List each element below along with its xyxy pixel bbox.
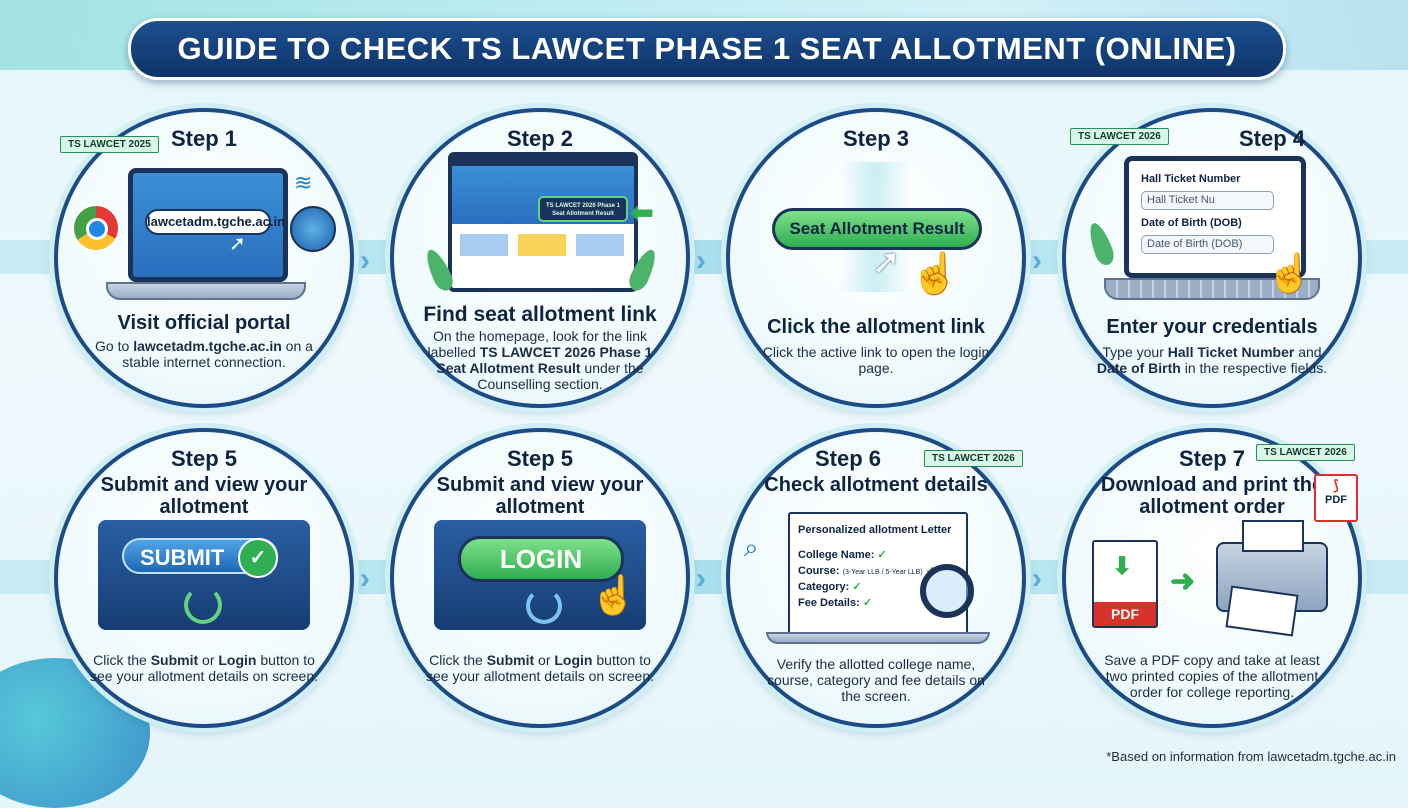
step-3-card: Step 3 Seat Allotment Result ➚ ☝ Click t… [726, 108, 1026, 408]
step-1-description: Go to lawcetadm.tgche.ac.in on a stable … [95, 338, 313, 370]
fee-details-row: Fee Details: ✓ [798, 597, 873, 609]
hall-ticket-label: Hall Ticket Number [1141, 173, 1241, 185]
step-6-card: Step 6 Check allotment details Personali… [726, 428, 1026, 728]
step-7-heading: Download and print the allotment order [1100, 474, 1324, 518]
college-name-row: College Name: ✓ [798, 549, 887, 561]
seat-allotment-result-button: Seat Allotment Result [772, 208, 982, 250]
chevron-right-icon: › [1032, 244, 1042, 277]
loading-spinner-icon [184, 586, 222, 624]
url-bar: lawcetadm.tgche.ac.in [145, 209, 285, 235]
chevron-right-icon: › [696, 562, 706, 595]
login-button: LOGIN [458, 536, 624, 582]
step-3-description: Click the active link to open the login … [762, 344, 990, 376]
chevron-right-icon: › [696, 244, 706, 277]
cursor-icon: ➚ [872, 243, 901, 281]
search-icon: ⌕ [744, 532, 759, 562]
step-5-submit-card: Step 5 Submit and view your allotment SU… [54, 428, 354, 728]
step-4-label: Step 4 [1238, 126, 1306, 151]
magnifier-icon [920, 564, 974, 618]
step-6-label: Step 6 [814, 446, 882, 471]
step-5-label: Step 5 [506, 446, 574, 471]
step-2-heading: Find seat allotment link [423, 303, 657, 326]
step-4-card: Step 4 Hall Ticket Number Hall Ticket Nu… [1062, 108, 1362, 408]
loading-spinner-icon [526, 588, 562, 624]
step-5-label: Step 5 [170, 446, 238, 471]
hall-ticket-field: Hall Ticket Nu [1141, 191, 1274, 210]
leaf-icon [1085, 220, 1117, 268]
step-2-label: Step 2 [506, 126, 574, 151]
category-row: Category: ✓ [798, 581, 862, 593]
step-7-label: Step 7 [1178, 446, 1246, 471]
page-title: GUIDE TO CHECK TS LAWCET PHASE 1 SEAT AL… [128, 18, 1286, 80]
step-3-label: Step 3 [842, 126, 910, 151]
cursor-icon: ➚ [229, 233, 246, 255]
step-5-description: Click the Submit or Login button to see … [89, 652, 318, 684]
login-screen: Hall Ticket Number Hall Ticket Nu Date o… [1124, 156, 1306, 278]
pdf-file-icon: ⟆ PDF [1314, 474, 1358, 522]
step-4-description: Type your Hall Ticket Number and Date of… [1096, 344, 1328, 376]
letter-title: Personalized allotment Letter [798, 524, 952, 536]
badge-2026: TS LAWCET 2026 [924, 450, 1023, 467]
hand-pointer-icon: ☝ [1266, 253, 1314, 295]
pdf-download-icon: ⬇ PDF [1092, 540, 1158, 628]
step-5-login-card: Step 5 Submit and view your allotment LO… [390, 428, 690, 728]
allotment-link-box: TS LAWCET 2026 Phase 1 Seat Allotment Re… [538, 196, 628, 222]
laptop-base [106, 282, 306, 300]
login-panel: LOGIN [434, 520, 646, 630]
chevron-right-icon: › [360, 244, 370, 277]
hand-pointer-icon: ☝ [590, 575, 638, 617]
step-2-card: Step 2 TS LAWCET 2026 Phase 1 Seat Allot… [390, 108, 690, 408]
chevron-right-icon: › [360, 562, 370, 595]
chevron-right-icon: › [1032, 562, 1042, 595]
step-5-heading: Submit and view your allotment [436, 474, 644, 518]
course-row: Course: (3-Year LLB / 5-Year LLB) ✓ [798, 565, 935, 577]
step-6-description: Verify the allotted college name, course… [767, 656, 985, 704]
chrome-icon [72, 204, 120, 252]
step-1-heading: Visit official portal [117, 312, 291, 334]
step-1-label: Step 1 [170, 126, 238, 151]
footnote: *Based on information from lawcetadm.tgc… [1106, 749, 1396, 764]
dob-field: Date of Birth (DOB) [1141, 235, 1274, 254]
browser-window [448, 152, 638, 292]
wifi-icon: ≋ [294, 170, 313, 195]
step-5-heading: Submit and view your allotment [100, 474, 308, 518]
hand-pointer-icon: ☝ [910, 252, 960, 296]
badge-2026: TS LAWCET 2026 [1256, 444, 1355, 461]
step-7-card: Step 7 Download and print the allotment … [1062, 428, 1362, 728]
globe-icon [290, 206, 336, 252]
step-4-heading: Enter your credentials [1106, 316, 1318, 338]
badge-2025: TS LAWCET 2025 [60, 136, 159, 153]
step-3-heading: Click the allotment link [767, 316, 985, 338]
submit-panel: SUBMIT ✓ [98, 520, 310, 630]
arrow-left-icon: ⬅ [630, 197, 654, 228]
laptop-screen: lawcetadm.tgche.ac.in ➚ [128, 168, 288, 282]
step-7-description: Save a PDF copy and take at least two pr… [1104, 652, 1320, 700]
dob-label: Date of Birth (DOB) [1141, 217, 1242, 229]
step-2-description: On the homepage, look for the link label… [427, 328, 653, 392]
arrow-right-icon: ➜ [1170, 565, 1196, 598]
keyboard [1104, 278, 1320, 300]
step-6-heading: Check allotment details [764, 474, 988, 496]
laptop-base [766, 632, 990, 644]
step-1-card: Step 1 lawcetadm.tgche.ac.in ➚ ≋ Visit o… [54, 108, 354, 408]
badge-2026: TS LAWCET 2026 [1070, 128, 1169, 145]
printer-icon [1216, 520, 1328, 637]
step-5-description: Click the Submit or Login button to see … [425, 652, 654, 684]
checkmark-icon: ✓ [238, 538, 278, 578]
